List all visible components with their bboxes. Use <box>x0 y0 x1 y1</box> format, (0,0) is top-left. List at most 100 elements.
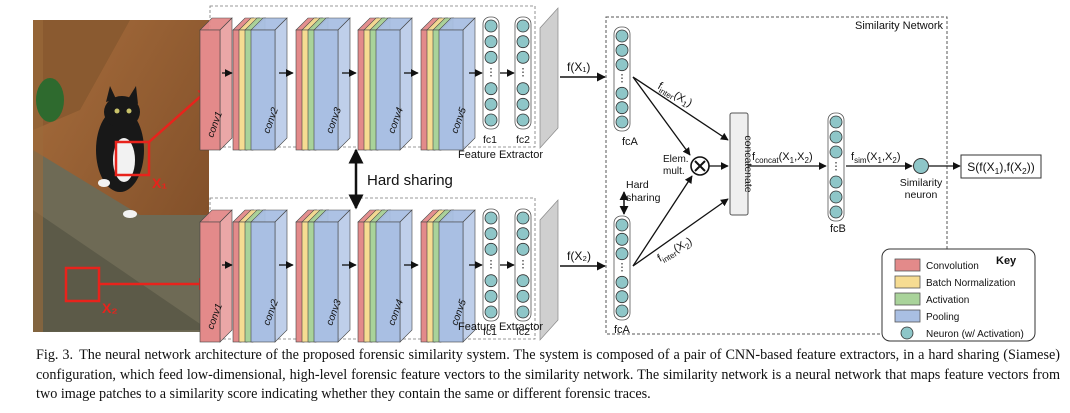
neuron-icon <box>484 50 498 64</box>
similarity-network-box <box>605 16 948 335</box>
conv2-pooling-layer <box>250 209 288 343</box>
multiply-glyph <box>694 160 706 172</box>
similarity-neuron-line2: neuron <box>905 189 938 201</box>
finter-x2-label: finter(X2) <box>656 235 696 266</box>
fcA-neurons-bottom <box>613 215 631 321</box>
key-item-convolution: Convolution <box>926 261 979 272</box>
conv1-convolution-layer <box>199 209 233 343</box>
conv5-pooling-layer <box>438 17 476 151</box>
neuron-icon <box>615 43 629 57</box>
conv4-pooling-layer <box>375 209 413 343</box>
neuron-icon <box>484 82 498 96</box>
figure-caption: Fig. 3.The neural network architecture o… <box>36 346 1060 405</box>
conv1-convolution-layer <box>199 17 233 151</box>
neuron-icon <box>484 19 498 33</box>
neuron-icon <box>829 175 843 189</box>
key-item-batch-norm: Batch Normalization <box>926 278 1015 289</box>
neuron-icon <box>615 275 629 289</box>
neuron-icon <box>484 113 498 127</box>
neuron-icon <box>484 274 498 288</box>
hard-sharing-small-line2: sharing <box>626 192 661 204</box>
neuron-icon <box>615 101 629 115</box>
key-item-neuron: Neuron (w/ Activation) <box>926 329 1024 340</box>
neuron-icon <box>516 289 530 303</box>
neuron-icon <box>516 97 530 111</box>
neuron-icon <box>615 58 629 72</box>
key-legend: Key Convolution Batch Normalization Acti… <box>881 248 1036 342</box>
hard-sharing-small-line1: Hard <box>626 179 649 191</box>
feature-extractor-label-bottom: Feature Extractor <box>458 321 543 333</box>
fc2-neurons <box>514 208 532 322</box>
finter-x1-arrow <box>632 76 729 141</box>
neuron-icon <box>615 247 629 261</box>
conv5-pooling-layer <box>438 209 476 343</box>
caption-label: Fig. 3. <box>36 347 74 363</box>
fc1-neurons <box>482 16 500 130</box>
key-swatch-convolution <box>894 258 921 272</box>
conv2-pooling-layer <box>250 17 288 151</box>
similarity-neuron-icon <box>913 158 929 174</box>
neuron-icon <box>615 232 629 246</box>
feature-output-prism <box>539 199 559 341</box>
neuron-icon <box>829 130 843 144</box>
neuron-icon <box>516 305 530 319</box>
neuron-icon <box>615 86 629 100</box>
input-photo <box>33 20 209 332</box>
similarity-neuron-line1: Similarity <box>900 177 943 189</box>
fc2-neurons <box>514 16 532 130</box>
neuron-icon <box>615 218 629 232</box>
fc2-label: fc2 <box>516 134 530 146</box>
neuron-icon <box>484 289 498 303</box>
fx1-label: f(X₁) <box>567 60 590 74</box>
key-swatch-pooling <box>894 309 921 323</box>
finter-x1-label: finter(X1) <box>655 80 695 111</box>
elem-mult-line1: Elem. <box>663 154 689 165</box>
neuron-icon <box>516 19 530 33</box>
concatenate-label: concatenate <box>742 135 754 192</box>
finter-x2-arrow <box>632 198 729 267</box>
fcB-neurons <box>827 112 845 222</box>
cat-chest <box>113 138 135 182</box>
neuron-icon <box>484 211 498 225</box>
elem-mult-line2: mult. <box>663 166 685 177</box>
neuron-icon <box>516 50 530 64</box>
fc1-neurons <box>482 208 500 322</box>
neuron-icon <box>516 82 530 96</box>
fcA-bot-to-mult-arrow <box>632 175 693 267</box>
patch-x2-label: X₂ <box>102 300 118 316</box>
fc2-label: fc2 <box>516 326 530 338</box>
neuron-icon <box>615 290 629 304</box>
neuron-icon <box>615 29 629 43</box>
fcA-neurons-top <box>613 26 631 132</box>
fconcat-label: fconcat(X1,X2) <box>752 151 813 165</box>
key-title: Key <box>996 255 1017 267</box>
fcB-label: fcB <box>830 223 846 235</box>
key-item-pooling: Pooling <box>926 312 959 323</box>
cat-head <box>104 96 140 128</box>
caption-text: The neural network architecture of the p… <box>36 347 1060 402</box>
feature-output-prism <box>539 7 559 149</box>
fcB-layer <box>827 112 845 222</box>
fc1-label: fc1 <box>483 134 497 146</box>
fcA-label-bottom: fcA <box>614 324 631 336</box>
neuron-icon <box>484 242 498 256</box>
neuron-icon <box>829 205 843 219</box>
patch-x1-label: X₁ <box>152 175 167 191</box>
conv3-pooling-layer <box>313 17 351 151</box>
fcA-layers: fcA <box>613 26 631 336</box>
neuron-icon <box>615 304 629 318</box>
fx2-label: f(X₂) <box>567 249 591 263</box>
neuron-icon <box>516 35 530 49</box>
concatenate-box <box>729 112 749 216</box>
neuron-icon <box>484 305 498 319</box>
fc1-label: fc1 <box>483 326 497 338</box>
patch-x1-box <box>114 140 151 177</box>
neuron-icon <box>484 227 498 241</box>
key-item-activation: Activation <box>926 295 969 306</box>
conv3-pooling-layer <box>313 209 351 343</box>
neuron-icon <box>516 227 530 241</box>
neuron-icon <box>615 115 629 129</box>
neuron-icon <box>516 274 530 288</box>
